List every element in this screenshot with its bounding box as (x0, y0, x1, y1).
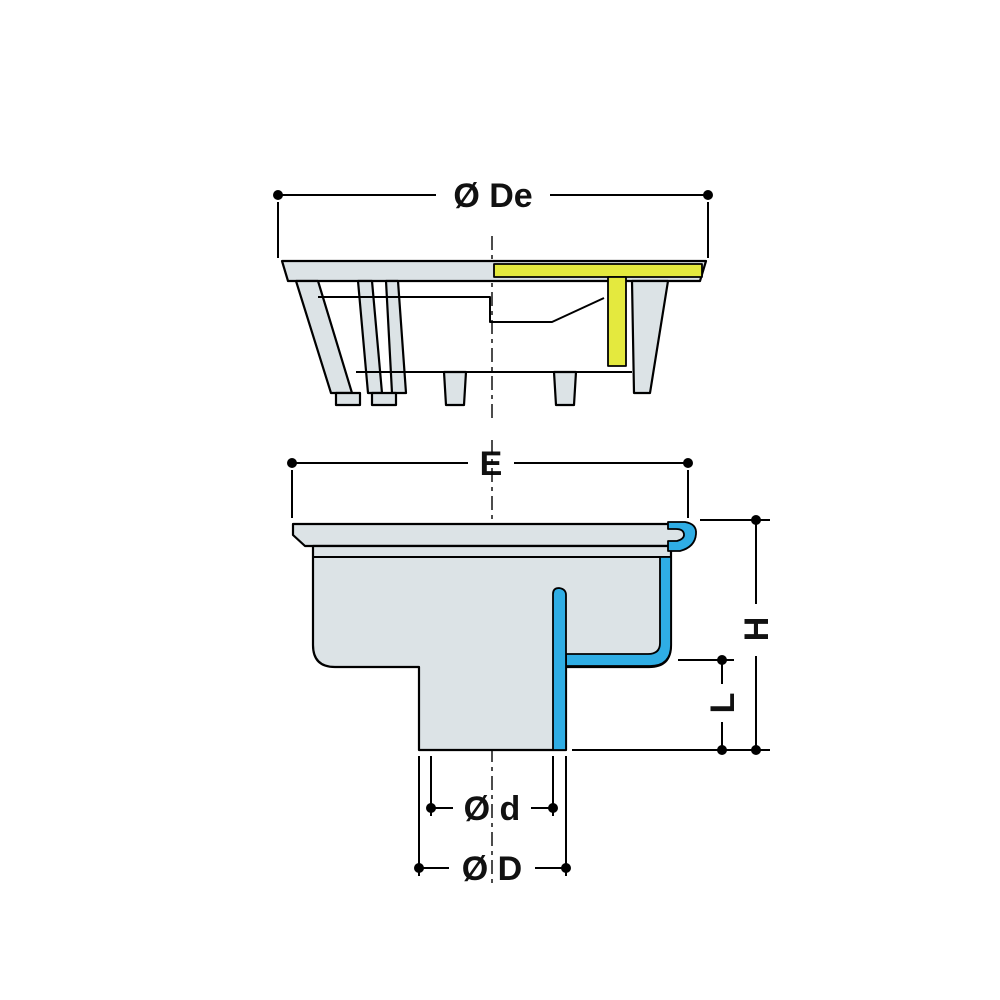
dim-l-label: L (704, 693, 742, 714)
dim-endpoint-dot (426, 803, 436, 813)
dim-endpoint-dot (717, 655, 727, 665)
dim-endpoint-dot (751, 515, 761, 525)
dim-de: Ø De (273, 177, 713, 258)
dim-endpoint-dot (414, 863, 424, 873)
dim-h-label: H (738, 617, 776, 642)
grate-rib (384, 279, 408, 395)
dim-endpoint-dot (717, 745, 727, 755)
dim-e: E (287, 445, 693, 518)
dim-de-label: Ø De (453, 177, 532, 215)
grate-foot (370, 391, 398, 407)
body-flange (291, 522, 691, 548)
grate-body (280, 259, 708, 407)
dim-endpoint-dot (287, 458, 297, 468)
dim-d-label: Ø d (464, 790, 521, 828)
dim-endpoint-dot (561, 863, 571, 873)
dim-endpoint-dot (548, 803, 558, 813)
body-bowl-and-outlet (311, 544, 673, 752)
dim-endpoint-dot (683, 458, 693, 468)
grate-section-view: Ø De (273, 177, 713, 420)
grate-foot (552, 370, 578, 407)
body-section-view: E H (287, 440, 776, 888)
grate-foot (442, 370, 468, 407)
dim-D-label: Ø D (462, 850, 522, 888)
dim-d-big: Ø D (414, 756, 571, 888)
body-blue-outlet-wall (552, 587, 567, 751)
grate-foot (334, 391, 362, 407)
dim-h: H (572, 515, 776, 755)
grate-yellow-wall-strip (607, 276, 627, 367)
grate-inner-step-line (318, 296, 605, 323)
drain-body (291, 521, 697, 752)
body-blue-flange-lip (667, 521, 697, 552)
dim-d-small: Ø d (426, 756, 558, 828)
dim-endpoint-dot (273, 190, 283, 200)
grate-right-wall (630, 279, 670, 395)
dim-l: L (678, 655, 742, 755)
dim-endpoint-dot (703, 190, 713, 200)
grate-yellow-top-strip (493, 263, 703, 278)
dim-e-label: E (480, 445, 503, 483)
dim-endpoint-dot (751, 745, 761, 755)
